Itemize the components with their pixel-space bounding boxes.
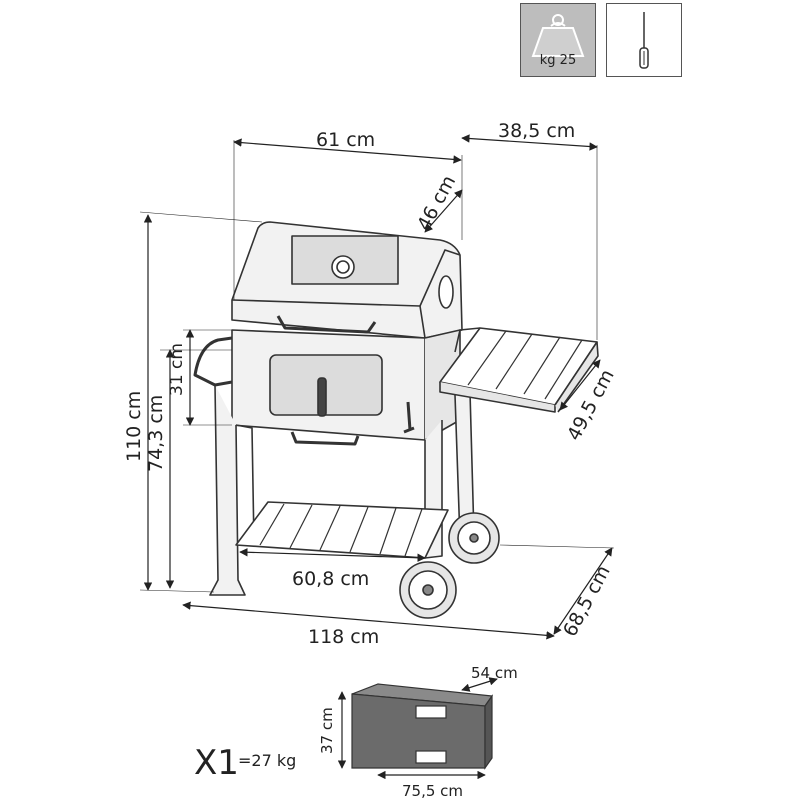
- dim-total-depth: 68,5 cm: [559, 562, 615, 641]
- side-vent: [438, 275, 454, 309]
- weight-icon: [531, 14, 585, 57]
- side-handle: [193, 336, 233, 387]
- package-box: [351, 683, 494, 770]
- thermometer: [331, 255, 355, 279]
- package-weight-badge: kg 25: [520, 3, 596, 77]
- left-leg: [209, 384, 246, 596]
- dim-side-shelf-width: 38,5 cm: [498, 120, 575, 142]
- package-label-top: [415, 705, 447, 719]
- dim-total-height: 110 cm: [123, 391, 145, 462]
- dim-total-width: 118 cm: [308, 626, 379, 648]
- wheel-back: [448, 512, 500, 564]
- dim-chamber-height: 31 cm: [167, 343, 187, 396]
- dimension-lines: [139, 134, 615, 640]
- dim-lid-depth: 46 cm: [413, 172, 460, 235]
- bottom-shelf: [235, 501, 449, 559]
- dim-lid-width: 61 cm: [316, 129, 375, 151]
- barbecue-drawing: [193, 221, 599, 619]
- package-weight: =27 kg: [238, 751, 296, 770]
- package-height: 37 cm: [318, 707, 336, 754]
- dim-bottom-width: 60,8 cm: [292, 568, 369, 590]
- package-count: X1: [194, 743, 239, 783]
- dim-work-height: 74,3 cm: [145, 395, 167, 472]
- lid-handle: [276, 315, 377, 334]
- weight-label: kg 25: [539, 53, 577, 68]
- bottom-shelf-slats: [259, 503, 423, 557]
- tool-required-badge: [606, 3, 682, 77]
- package-depth: 54 cm: [471, 664, 518, 682]
- screwdriver-icon: [639, 12, 649, 69]
- package-width: 75,5 cm: [402, 782, 463, 800]
- wheel-front: [399, 561, 457, 619]
- package-label-bottom: [415, 750, 447, 764]
